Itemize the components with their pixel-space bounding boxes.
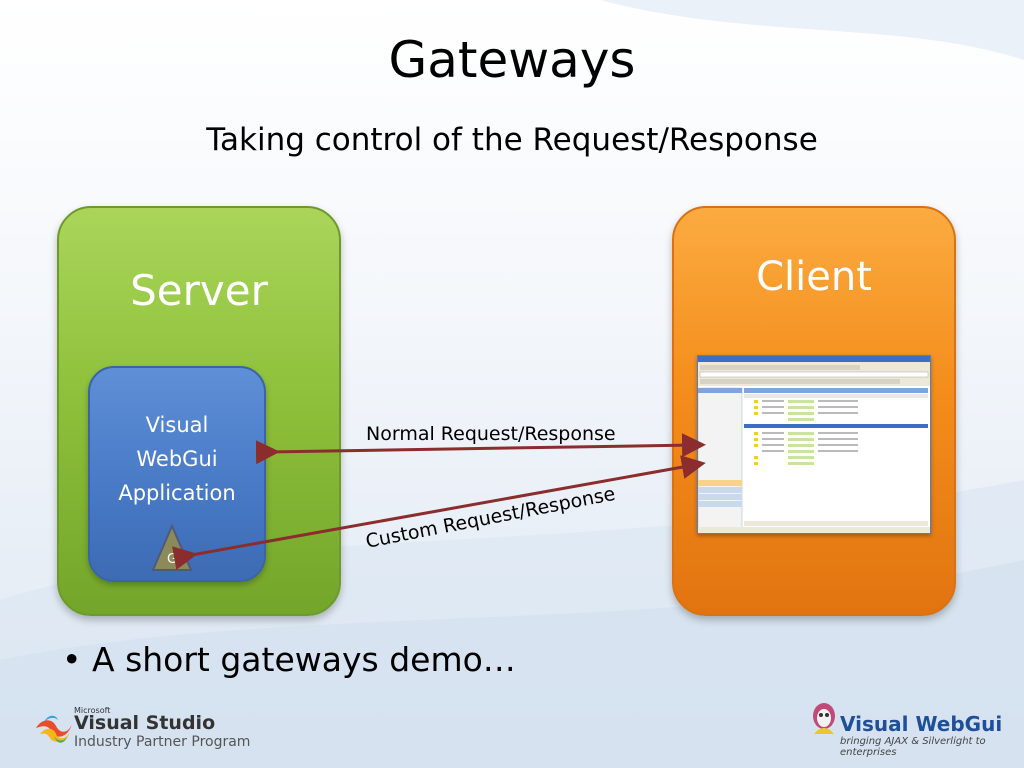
bullet-item: • A short gateways demo… (62, 638, 516, 682)
application-line-2: WebGui (136, 447, 218, 471)
slide-subtitle: Taking control of the Request/Response (206, 122, 818, 158)
slide-title: Gateways (388, 31, 636, 89)
application-line-1: Visual (145, 413, 209, 437)
vwg-logo-name: Visual WebGui (840, 712, 1003, 736)
visual-webgui-logo-icon (813, 703, 835, 734)
vs-logo-small-text: Microsoft (74, 706, 111, 715)
gateway-label: G (166, 552, 178, 567)
application-line-3: Application (118, 481, 236, 505)
vs-logo-name: Visual Studio (74, 712, 216, 734)
bullet-icon: • (62, 640, 82, 679)
server-label: Server (130, 266, 268, 315)
vs-logo-subtitle: Industry Partner Program (74, 734, 251, 750)
bullet-text: A short gateways demo… (92, 640, 516, 679)
client-label: Client (756, 254, 872, 300)
browser-screenshot (697, 355, 931, 534)
normal-arrow-label: Normal Request/Response (366, 423, 616, 445)
custom-arrow-label: Custom Request/Response (363, 482, 618, 553)
visual-studio-logo-icon (36, 715, 72, 743)
vwg-logo-subtitle: bringing AJAX & Silverlight to enterpris… (840, 736, 986, 758)
